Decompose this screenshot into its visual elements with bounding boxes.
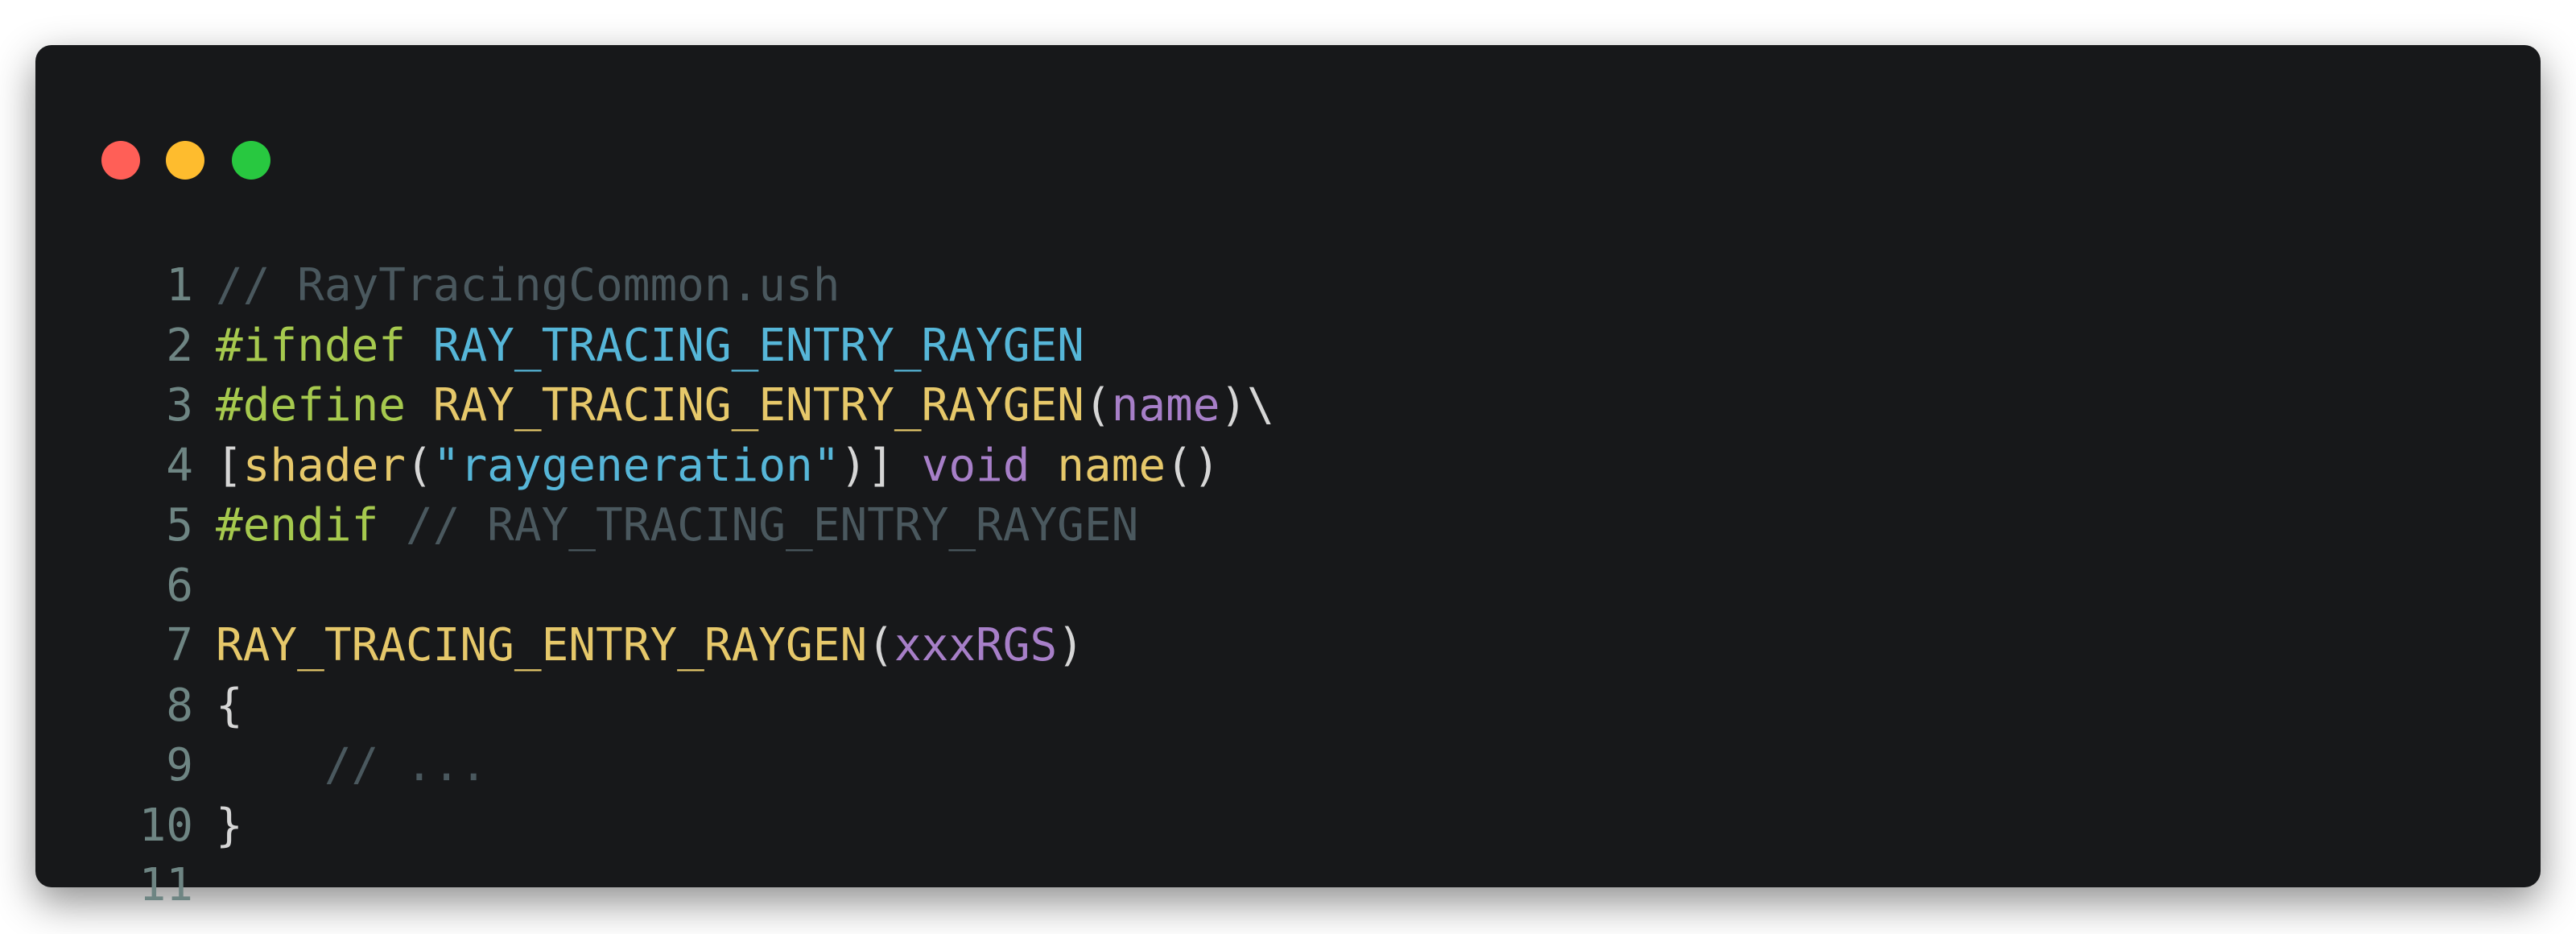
code-token (378, 499, 406, 552)
code-token: // RayTracingCommon.ush (216, 259, 840, 312)
code-token: RAY_TRACING_ENTRY_RAYGEN (432, 379, 1084, 432)
code-token: } (216, 799, 243, 852)
code-token: )\ (1220, 379, 1274, 432)
code-token: () (1166, 439, 1220, 492)
line-number: 10 (138, 799, 193, 852)
line-text: { (216, 676, 243, 737)
code-line: 10} (35, 796, 1274, 857)
code-token: [ (216, 439, 243, 492)
line-text: #endif // RAY_TRACING_ENTRY_RAYGEN (216, 496, 1138, 556)
maximize-button[interactable] (232, 141, 270, 180)
code-token: { (216, 679, 243, 732)
code-token: name (1057, 439, 1166, 492)
code-token (406, 320, 433, 372)
line-number: 5 (166, 499, 193, 552)
code-token: RAY_TRACING_ENTRY_RAYGEN (432, 319, 1084, 372)
line-text: RAY_TRACING_ENTRY_RAYGEN(xxxRGS) (216, 616, 1084, 676)
code-line: 7 RAY_TRACING_ENTRY_RAYGEN(xxxRGS) (35, 616, 1274, 676)
code-token: #define (216, 379, 407, 432)
code-line: 4 [shader("raygeneration")] void name() (35, 436, 1274, 497)
code-token: void (921, 439, 1030, 492)
code-token: "raygeneration" (432, 439, 840, 492)
line-number: 8 (166, 679, 193, 732)
line-number: 11 (138, 859, 193, 911)
line-text: // RayTracingCommon.ush (216, 256, 840, 316)
code-token (1030, 440, 1057, 492)
line-number: 7 (166, 619, 193, 672)
line-number: 9 (166, 739, 193, 791)
code-token: RAY_TRACING_ENTRY_RAYGEN (216, 619, 868, 672)
code-line: 1 // RayTracingCommon.ush (35, 256, 1274, 316)
code-token: // RAY_TRACING_ENTRY_RAYGEN (406, 499, 1139, 552)
minimize-button[interactable] (166, 141, 204, 180)
code-token: ( (867, 619, 894, 672)
code-token: name (1111, 379, 1220, 432)
code-line: 11 (35, 856, 1274, 916)
code-token: shader (242, 439, 407, 492)
code-token: )] (840, 439, 922, 492)
code-line: 2 #ifndef RAY_TRACING_ENTRY_RAYGEN (35, 316, 1274, 377)
line-text: } (216, 796, 243, 857)
line-number: 6 (166, 559, 193, 612)
code-line: 8{ (35, 676, 1274, 737)
code-token: ( (1084, 379, 1112, 432)
code-line: 3 #define RAY_TRACING_ENTRY_RAYGEN(name)\ (35, 376, 1274, 436)
line-number: 4 (166, 439, 193, 492)
code-block: 1 // RayTracingCommon.ush 2 #ifndef RAY_TRA… (35, 256, 1274, 916)
code-token (406, 379, 433, 432)
code-token: // ... (324, 739, 488, 791)
code-token: #ifndef (216, 319, 407, 372)
line-number: 3 (166, 379, 193, 432)
code-line: 6 (35, 556, 1274, 617)
line-number: 1 (166, 259, 193, 312)
code-token: ) (1057, 619, 1084, 672)
line-number: 2 (166, 319, 193, 372)
line-text: [shader("raygeneration")] void name() (216, 436, 1220, 497)
code-token: ( (406, 439, 433, 492)
line-text: // ... (216, 736, 487, 796)
code-line: 9 // ... (35, 736, 1274, 796)
code-token: xxxRGS (894, 619, 1058, 672)
line-text: #ifndef RAY_TRACING_ENTRY_RAYGEN (216, 316, 1084, 377)
code-window: 1 // RayTracingCommon.ush 2 #ifndef RAY_TRA… (35, 45, 2541, 911)
code-token (216, 739, 324, 791)
line-text: #define RAY_TRACING_ENTRY_RAYGEN(name)\ (216, 376, 1274, 436)
close-button[interactable] (101, 141, 140, 180)
code-line: 5 #endif // RAY_TRACING_ENTRY_RAYGEN (35, 496, 1274, 556)
code-token: #endif (216, 499, 379, 552)
